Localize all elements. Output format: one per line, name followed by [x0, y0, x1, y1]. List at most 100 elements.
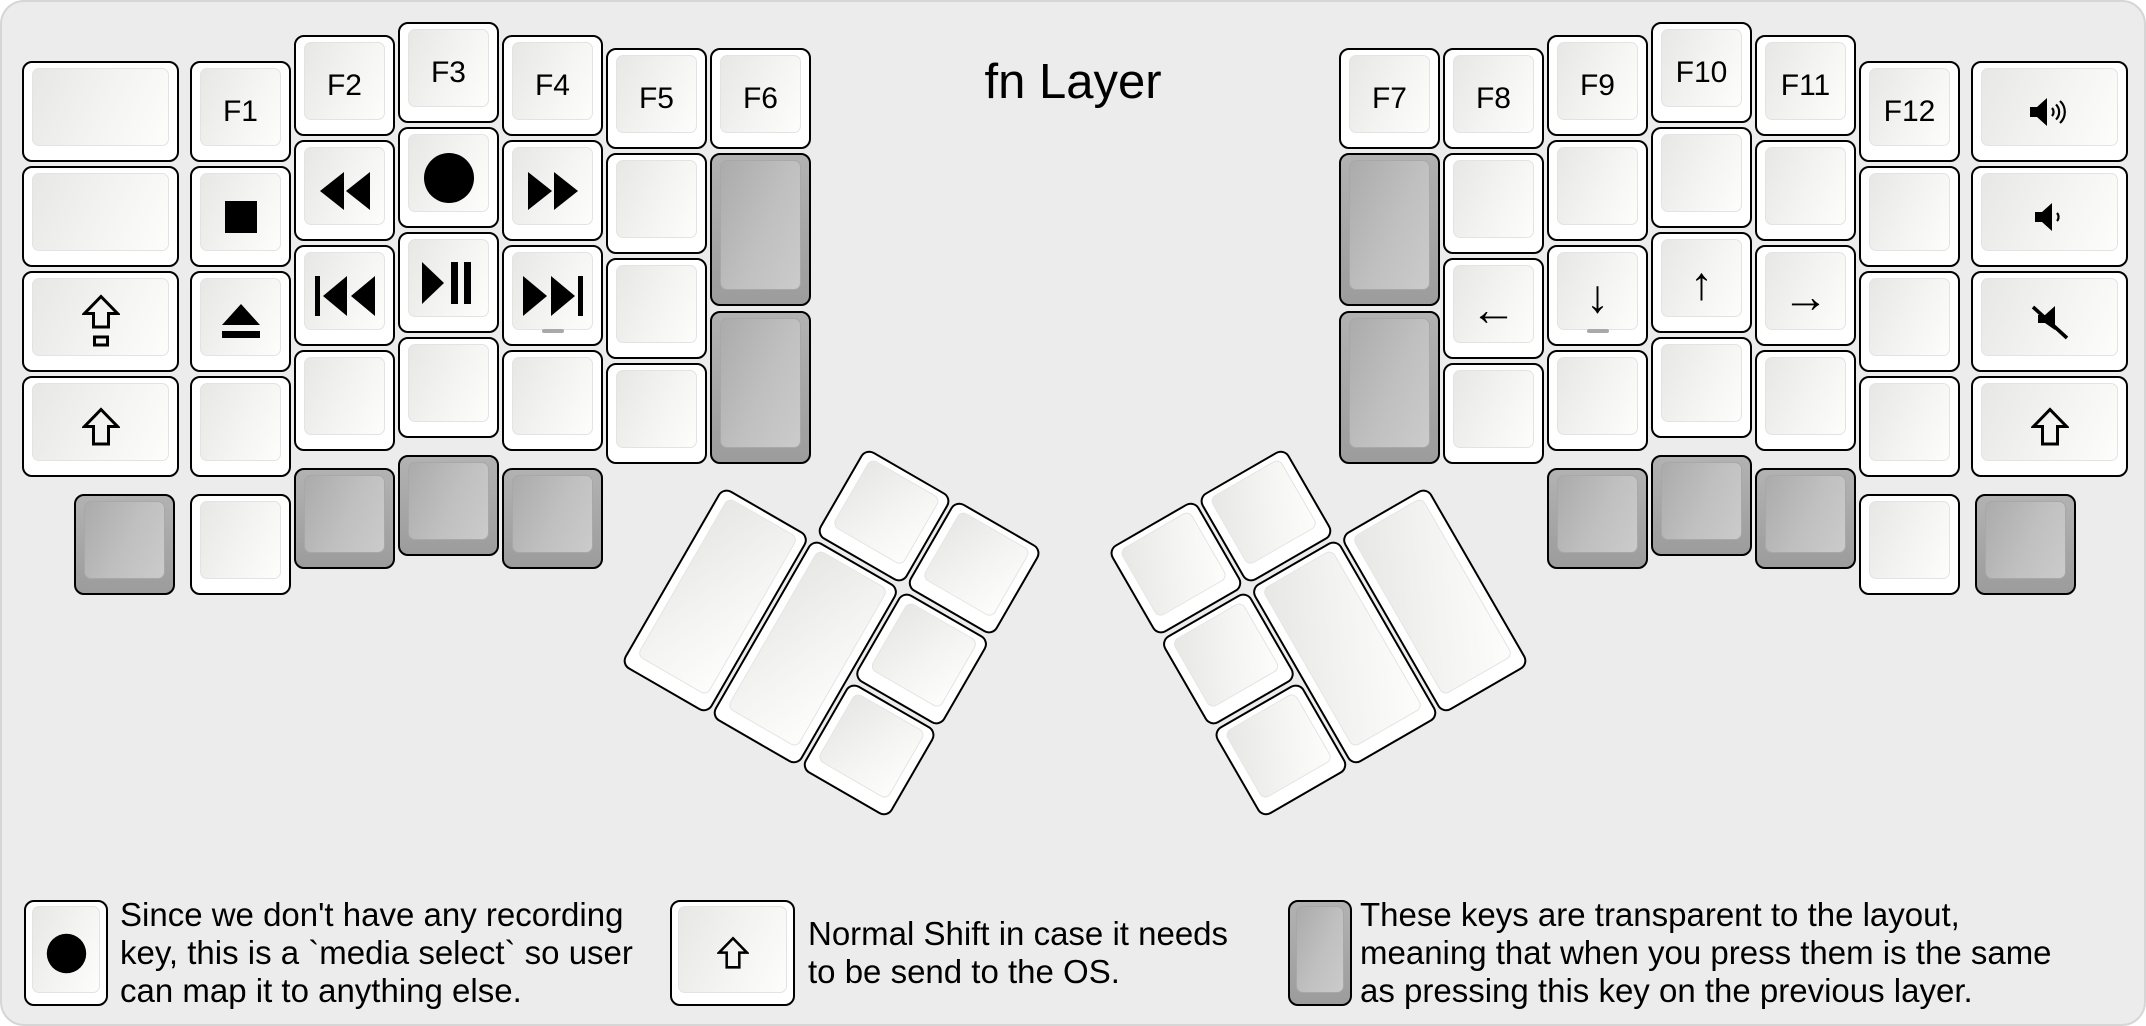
- keycap-face: [1869, 501, 1950, 579]
- key-label: F11: [1780, 68, 1831, 102]
- keycap-face: [1981, 383, 2118, 461]
- keycap-face: [1557, 252, 1638, 330]
- play-pause-icon: [421, 261, 471, 304]
- key-label: F7: [1371, 81, 1407, 115]
- layer-title: fn Layer: [984, 55, 1162, 109]
- keycap-content: ←: [1445, 260, 1542, 357]
- key-transparent: [710, 311, 811, 464]
- keycap-face: [1661, 134, 1742, 212]
- key-blank: [398, 337, 499, 438]
- keycap-face: [304, 357, 385, 435]
- keycap-face: [304, 475, 385, 553]
- key-blank: [1651, 337, 1752, 438]
- keycap-face: [720, 318, 801, 448]
- keycap-content: F12: [1861, 63, 1958, 160]
- mute-icon: [2031, 305, 2068, 339]
- key-f3: F3: [398, 22, 499, 123]
- key-fast-forward: [502, 140, 603, 241]
- keycap-content: [400, 234, 497, 331]
- keycap-face: [1869, 278, 1950, 356]
- keycap-content: F7: [1341, 50, 1438, 147]
- keycap-face: [1765, 357, 1846, 435]
- prev-track-icon: [314, 275, 375, 316]
- key-blank: [22, 166, 179, 267]
- keycap-content: [504, 247, 601, 344]
- keycap-face: [32, 68, 169, 146]
- next-track-icon: [522, 275, 583, 316]
- key-transparent: [294, 468, 395, 569]
- key-arrow-left: ←: [1443, 258, 1544, 359]
- record-icon: [46, 933, 86, 973]
- key-f9: F9: [1547, 35, 1648, 136]
- keycap-content: [296, 247, 393, 344]
- homing-bar: [1586, 329, 1609, 333]
- keycap-face: [1765, 475, 1846, 553]
- key-label: F12: [1883, 94, 1936, 128]
- keycap-face: [408, 344, 489, 422]
- keycap-face: [1765, 147, 1846, 225]
- keycap-face: [200, 501, 281, 579]
- key-blank: [1443, 363, 1544, 464]
- key-label: F4: [534, 68, 570, 102]
- arrow-down-icon: ↓: [1586, 269, 1609, 322]
- key-f4: F4: [502, 35, 603, 136]
- keycap-content: [504, 142, 601, 239]
- key-eject: [190, 271, 291, 372]
- key-transparent: [710, 153, 811, 306]
- keycap-face: [1869, 383, 1950, 461]
- key-arrow-up: ↑: [1651, 232, 1752, 333]
- keycap-face: [512, 42, 593, 120]
- keycap-content: F6: [712, 50, 809, 147]
- key-volume-up: [1971, 61, 2128, 162]
- keycap-face: [1453, 265, 1534, 343]
- key-blank: [1547, 350, 1648, 451]
- key-blank: [1443, 153, 1544, 254]
- key-blank: [22, 61, 179, 162]
- keycap-content: F2: [296, 37, 393, 134]
- key-transparent: [1339, 311, 1440, 464]
- keycap-content: [192, 168, 289, 265]
- key-next-track: [502, 245, 603, 346]
- keycap-content: [400, 129, 497, 226]
- keycap-face: [720, 160, 801, 290]
- arrow-left-icon: ←: [1470, 282, 1517, 335]
- keycap-face: [1119, 510, 1229, 619]
- key-prev-track: [294, 245, 395, 346]
- keycap-face: [1985, 501, 2066, 579]
- keycap-content: [1973, 273, 2126, 370]
- key-label: F1: [222, 94, 258, 128]
- keycap-face: [32, 173, 169, 251]
- keycap-face: [616, 265, 697, 343]
- key-transparent: [1547, 468, 1648, 569]
- key-play-pause: [398, 232, 499, 333]
- key-blank: [1755, 350, 1856, 451]
- keycap-face: [616, 370, 697, 448]
- keycap-face: [1349, 318, 1430, 448]
- shift-icon: [716, 936, 749, 969]
- key-f7: F7: [1339, 48, 1440, 149]
- keycap-face: [1661, 462, 1742, 540]
- key-shift-right: [1971, 376, 2128, 477]
- keycap-face: [1453, 55, 1534, 133]
- key-transparent: [1755, 468, 1856, 569]
- key-label: F5: [638, 81, 674, 115]
- key-f6: F6: [710, 48, 811, 149]
- keycap-face: [200, 383, 281, 461]
- key-blank: [502, 350, 603, 451]
- key-label: F10: [1675, 55, 1728, 89]
- key-stop: [190, 166, 291, 267]
- keycap-face: [1453, 160, 1534, 238]
- keycap-content: F8: [1445, 50, 1542, 147]
- keycap-face: [304, 42, 385, 120]
- keycap-content: F5: [608, 50, 705, 147]
- keycap-face: [512, 357, 593, 435]
- keycap-content: F4: [504, 37, 601, 134]
- keycap-face: [1557, 42, 1638, 120]
- keycap-content: [296, 142, 393, 239]
- keycap-face: [1557, 357, 1638, 435]
- keycap-face: [1869, 68, 1950, 146]
- key-label: F9: [1579, 68, 1615, 102]
- record-icon: [423, 152, 474, 203]
- keycap-face: [1557, 475, 1638, 553]
- keycap-content: F11: [1757, 37, 1854, 134]
